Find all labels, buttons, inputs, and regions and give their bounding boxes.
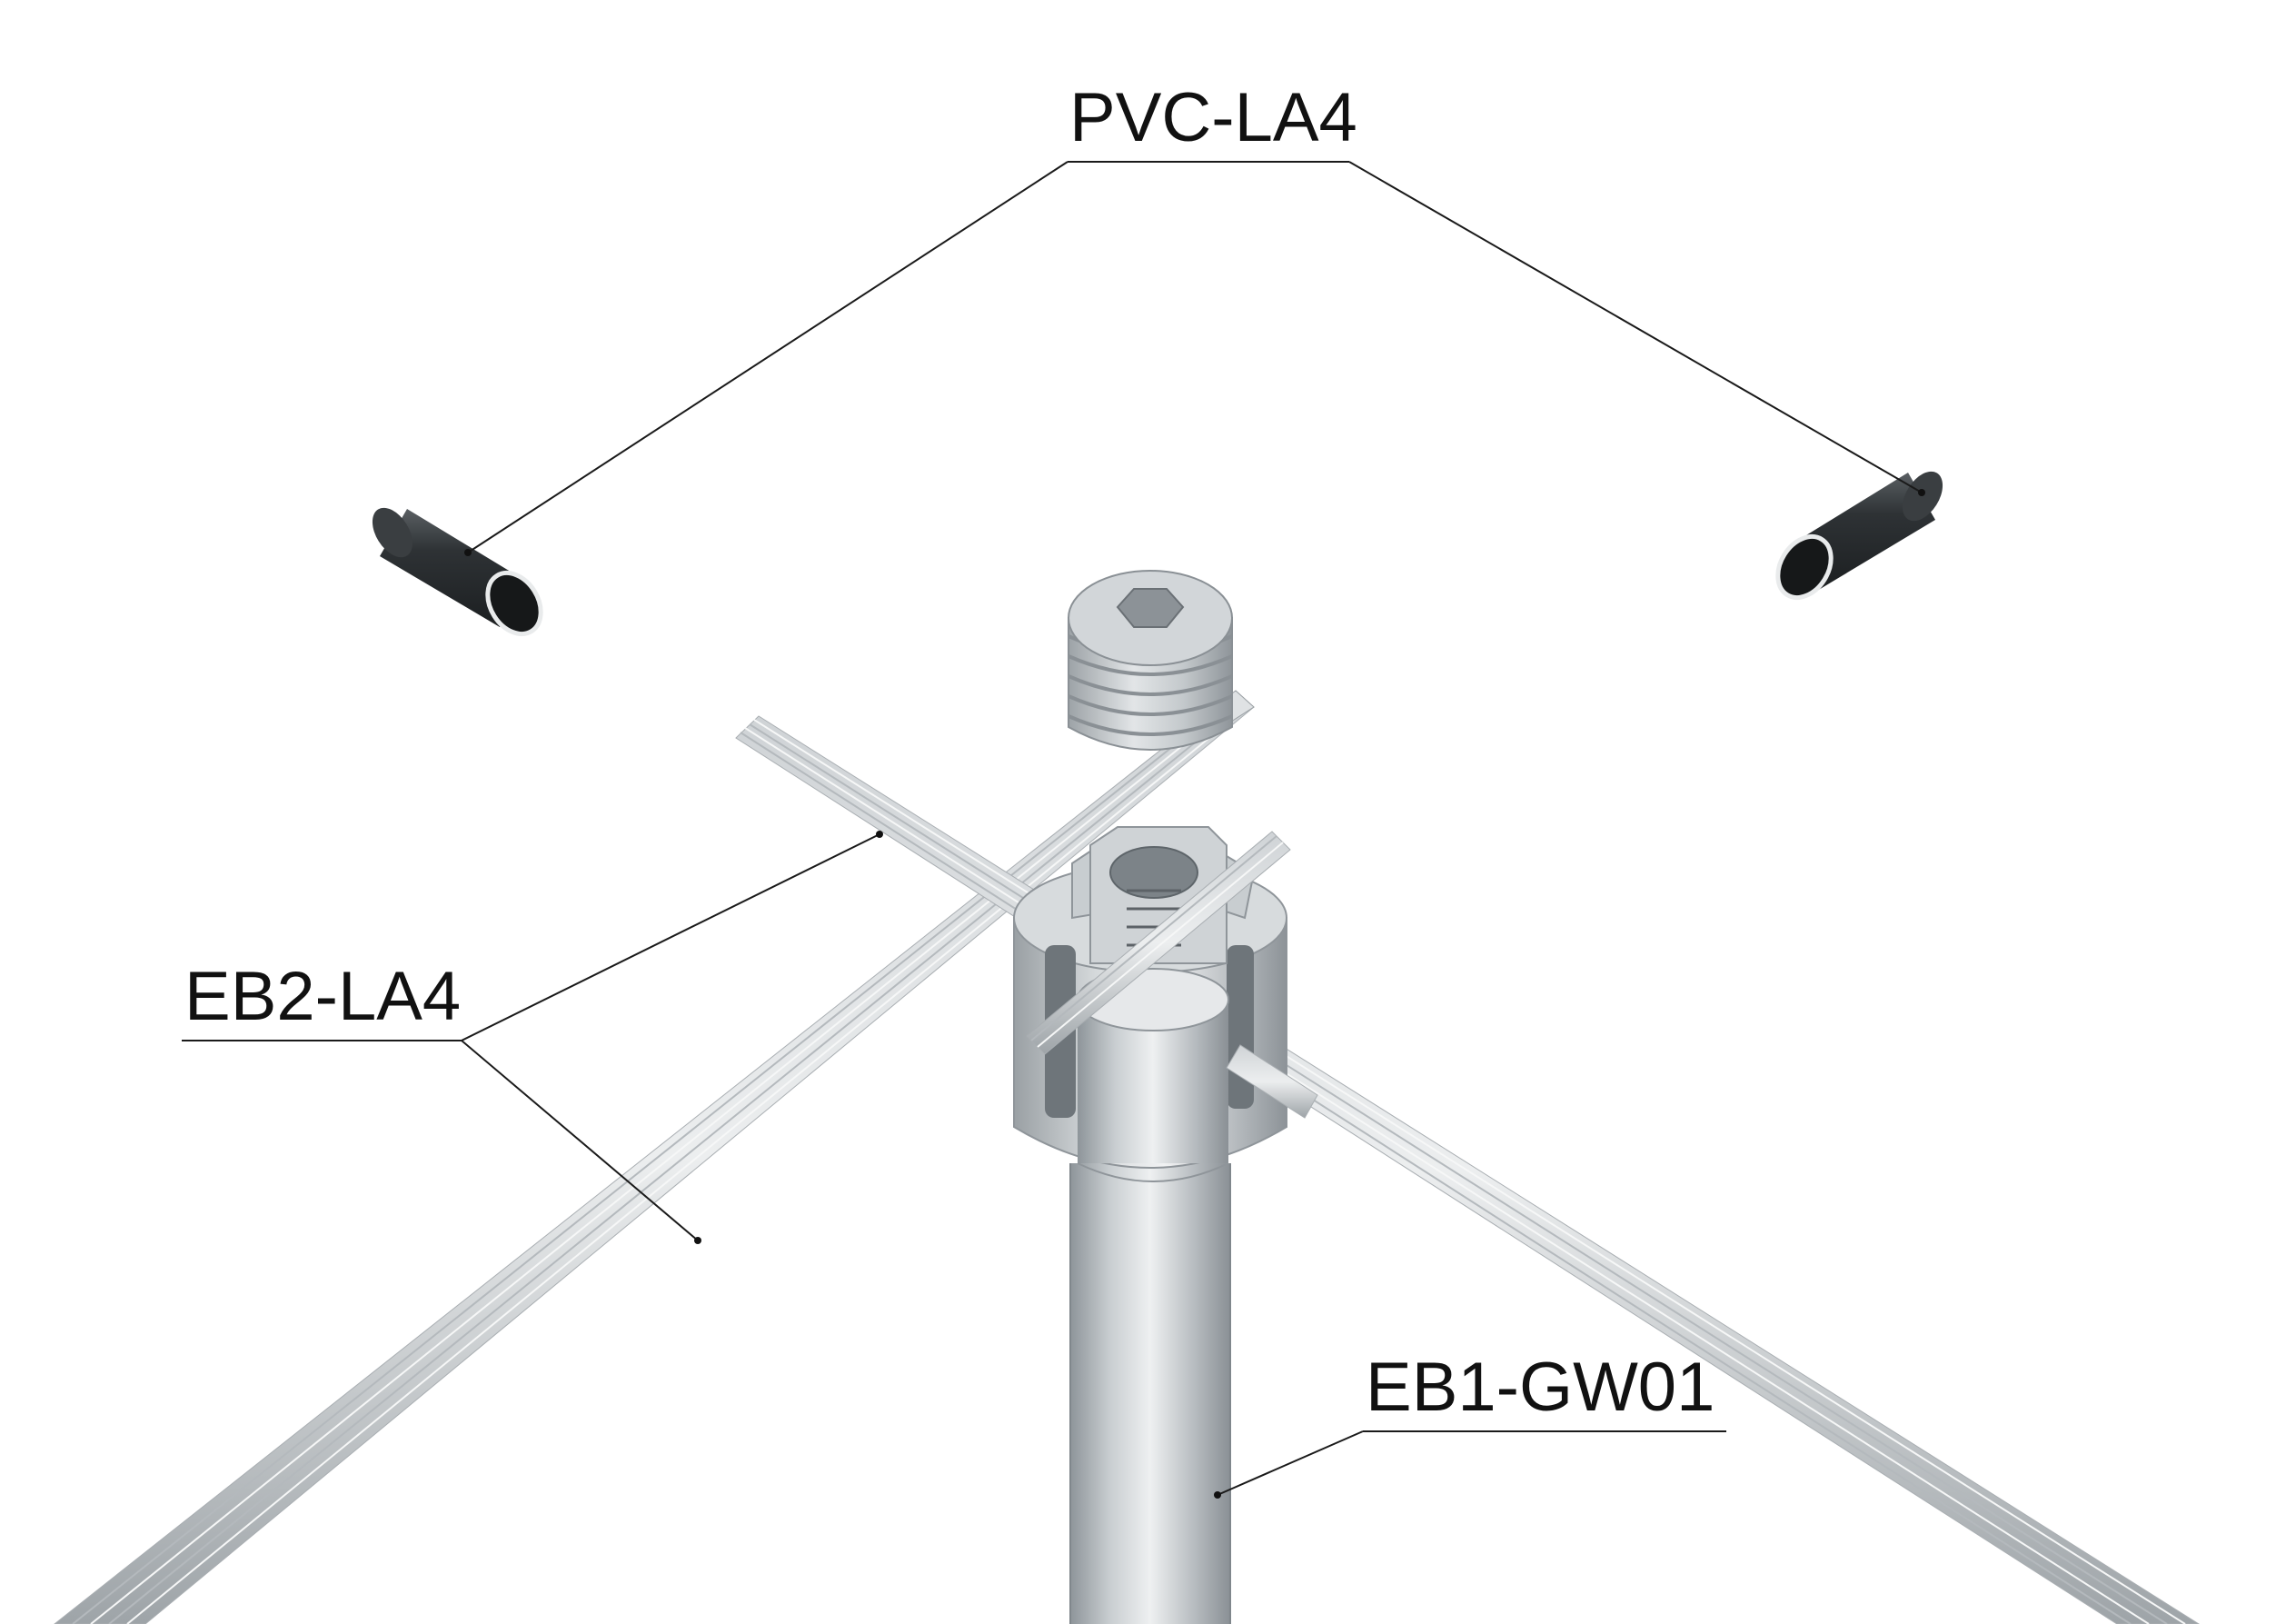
set-screw	[1068, 570, 1233, 751]
callout-eb2-label: EB2-LA4	[184, 958, 461, 1035]
callout-pvc-leader-right	[1348, 161, 1923, 493]
callout-eb1-dot	[1214, 1491, 1221, 1499]
callout-pvc-dot-right	[1918, 489, 1925, 496]
callout-eb1-leader	[1217, 1430, 1364, 1496]
callout-pvc-label: PVC-LA4	[1069, 79, 1357, 156]
callout-eb2-leader-upper	[461, 833, 880, 1041]
callout-pvc-leader-left	[467, 161, 1068, 553]
callout-eb2-leader-lower	[461, 1040, 699, 1241]
callout-eb2-dot-upper	[876, 831, 883, 838]
callout-pvc-dot-left	[464, 549, 472, 556]
callout-eb2-la4: EB2-LA4	[182, 831, 883, 1244]
callout-eb2-dot-lower	[694, 1237, 701, 1244]
post-rod	[1069, 1163, 1231, 1624]
cable-a-front	[1026, 831, 1291, 1055]
cable-a	[54, 690, 1255, 1624]
cable-b	[735, 715, 2200, 1624]
callout-pvc-la4: PVC-LA4	[464, 79, 1925, 556]
callout-eb1-label: EB1-GW01	[1366, 1349, 1715, 1426]
end-cap-right	[1775, 471, 1943, 600]
callout-eb1-gw01: EB1-GW01	[1214, 1349, 1726, 1499]
end-cap-left	[372, 507, 543, 636]
cable-b-front	[1226, 1044, 1318, 1119]
